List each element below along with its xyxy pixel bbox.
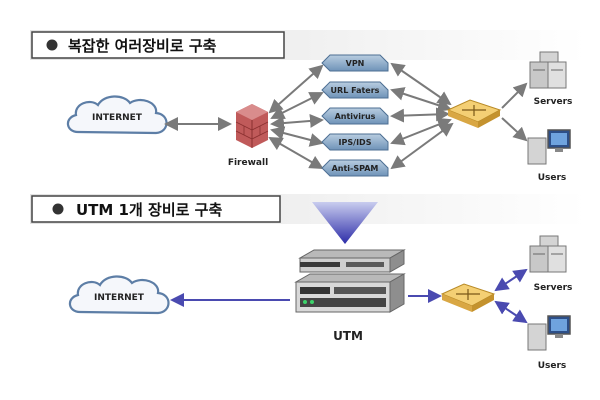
- utm-label: UTM: [333, 329, 363, 343]
- internet-cloud-bottom: INTERNET: [68, 275, 170, 315]
- section-title-bottom: UTM 1개 장비로 구축: [76, 201, 222, 219]
- servers-group-bottom: Servers: [529, 235, 573, 293]
- users-label-bottom: Users: [538, 361, 567, 371]
- cloud-icon: [66, 95, 168, 135]
- svg-text:VPN: VPN: [346, 59, 365, 68]
- svg-text:Antivirus: Antivirus: [335, 112, 376, 121]
- bullet-icon: [46, 39, 58, 51]
- down-triangle-icon: [312, 202, 378, 244]
- svg-text:URL Faters: URL Faters: [331, 86, 380, 95]
- module-anti-spam: Anti-SPAM: [321, 159, 389, 177]
- module-ips-ids: IPS/IDS: [321, 133, 389, 151]
- utm-appliance: UTM: [294, 249, 406, 343]
- users-label-top: Users: [538, 173, 567, 183]
- section-header-top: 복잡한 여러장비로 구축: [30, 30, 586, 60]
- internet-label-bottom: INTERNET: [94, 293, 145, 303]
- utm-device-icon: [294, 249, 406, 313]
- internet-label-top: INTERNET: [92, 113, 143, 123]
- users-group-bottom: Users: [527, 315, 571, 371]
- server-icon: [529, 51, 567, 89]
- section-header-bottom: UTM 1개 장비로 구축: [30, 194, 586, 224]
- switch-icon-top: [446, 99, 502, 128]
- arrows-modules-switch: [390, 62, 454, 170]
- server-icon: [529, 235, 567, 273]
- switch-icon-bottom: [440, 283, 496, 312]
- arrow-switch-users-bottom: [494, 300, 528, 324]
- section-title-top: 복잡한 여러장비로 구축: [68, 37, 217, 55]
- module-antivirus: Antivirus: [321, 107, 389, 125]
- servers-label-bottom: Servers: [534, 283, 573, 293]
- svg-text:Anti-SPAM: Anti-SPAM: [332, 164, 379, 173]
- users-group-top: Users: [527, 129, 571, 183]
- arrow-switch-users-top: [501, 117, 528, 142]
- arrow-switch-servers-top: [501, 82, 528, 109]
- servers-group-top: Servers: [529, 51, 573, 107]
- cloud-icon: [68, 275, 170, 315]
- firewall-icon: [235, 104, 269, 148]
- arrows-firewall-modules: [268, 64, 324, 169]
- module-vpn: VPN: [321, 54, 389, 72]
- firewall: Firewall: [228, 104, 269, 168]
- internet-cloud-top: INTERNET: [66, 95, 168, 135]
- bullet-icon: [52, 203, 64, 215]
- firewall-label: Firewall: [228, 158, 268, 168]
- computer-icon: [527, 129, 571, 165]
- module-url-filters: URL Faters: [321, 81, 389, 99]
- arrow-switch-servers-bottom: [494, 268, 528, 292]
- computer-icon: [527, 315, 571, 351]
- svg-text:IPS/IDS: IPS/IDS: [339, 138, 372, 147]
- servers-label-top: Servers: [534, 97, 573, 107]
